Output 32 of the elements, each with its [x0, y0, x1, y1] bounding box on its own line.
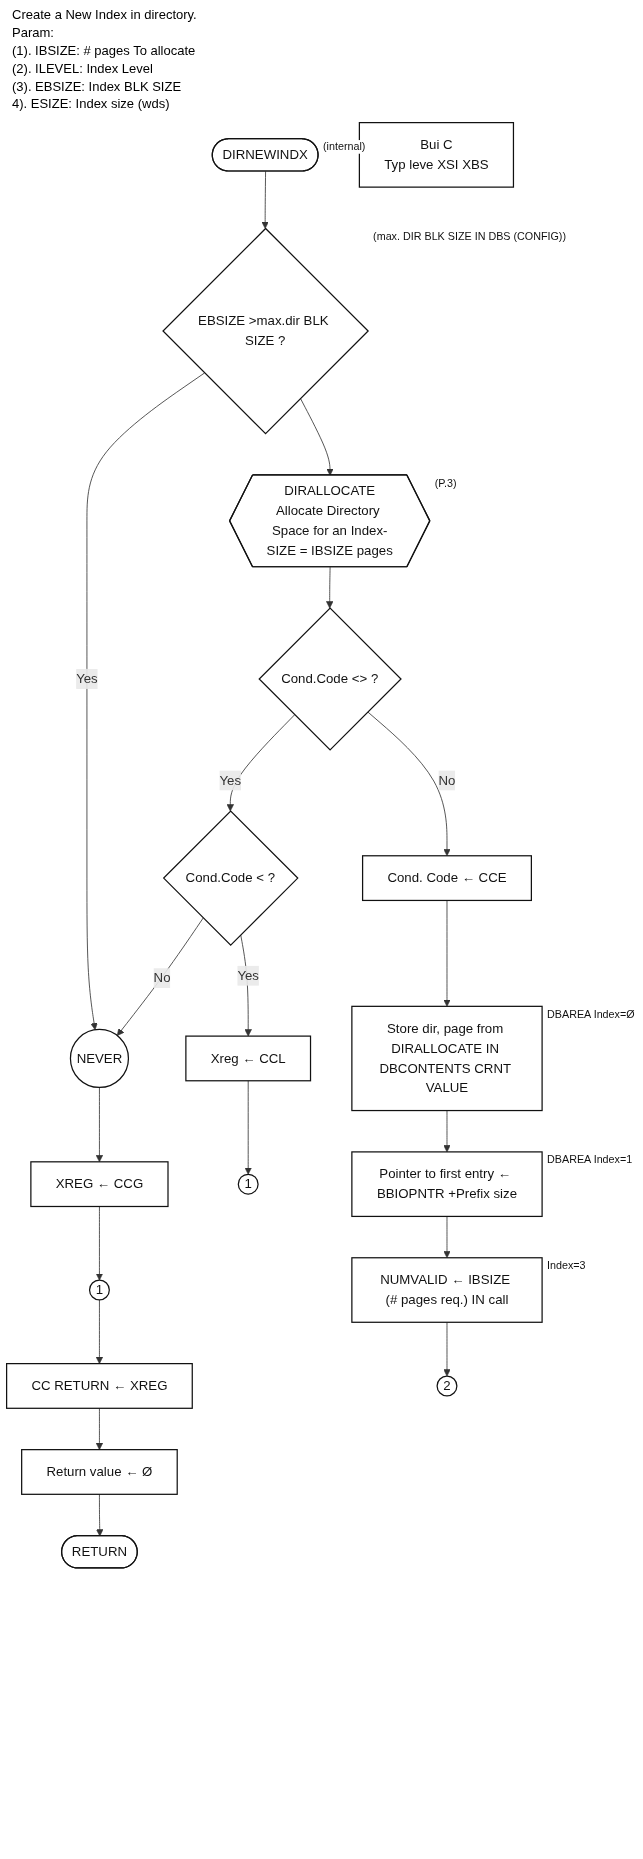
node-circle: 2	[436, 1375, 458, 1397]
node-circle: NEVER	[69, 1029, 130, 1089]
node-box: XREG ← CCG	[30, 1161, 169, 1208]
note-text: (2). ILEVEL: Index Level	[12, 60, 154, 78]
edge-label: Yes	[237, 968, 259, 983]
node-box: Pointer to first entry ← BBIOPNTR +Prefix size	[351, 1151, 543, 1218]
node-box: Cond. Code ← CCE	[362, 855, 532, 902]
node-circle: 1	[237, 1174, 259, 1195]
side-note: (P.3)	[434, 476, 457, 489]
node-diamond: Cond.Code < ?	[162, 810, 299, 947]
edge-label: No	[438, 773, 456, 788]
node-diamond: EBSIZE >max.dir BLK SIZE ?	[162, 227, 369, 435]
edge-label: No	[153, 971, 171, 986]
note-text: Create a New Index in directory.	[12, 7, 198, 24]
edge-label: Yes	[76, 671, 98, 686]
node-box: CC RETURN ← XREG	[6, 1363, 193, 1410]
node-box: Return value ← Ø	[21, 1449, 178, 1496]
node-box: Store dir, page from DIRALLOCATE IN DBCONTENTS CRNT VALUE	[351, 1006, 543, 1112]
side-note: DBAREA Index=Ø	[547, 1008, 635, 1021]
node-box: Xreg ← CCL	[185, 1035, 312, 1082]
node-box: NUMVALID ← IBSIZE (# pages req.) IN call	[351, 1257, 543, 1324]
note-text: (1). IBSIZE: # pages To allocate	[12, 42, 197, 60]
note-text: (3). EBSIZE: Index BLK SIZE	[12, 78, 183, 96]
edge-label: Yes	[219, 773, 242, 788]
node-circle: 1	[88, 1279, 110, 1301]
side-note: DBAREA Index=1	[547, 1153, 633, 1166]
side-note: Index=3	[547, 1259, 586, 1272]
note-text: Param:	[12, 24, 55, 42]
side-note: (max. DIR BLK SIZE IN DBS (CONFIG))	[373, 230, 566, 243]
note-text: 4). ESIZE: Index size (wds)	[12, 96, 171, 114]
node-diamond: Cond.Code <> ?	[258, 607, 402, 752]
side-note: (internal)	[323, 140, 366, 153]
